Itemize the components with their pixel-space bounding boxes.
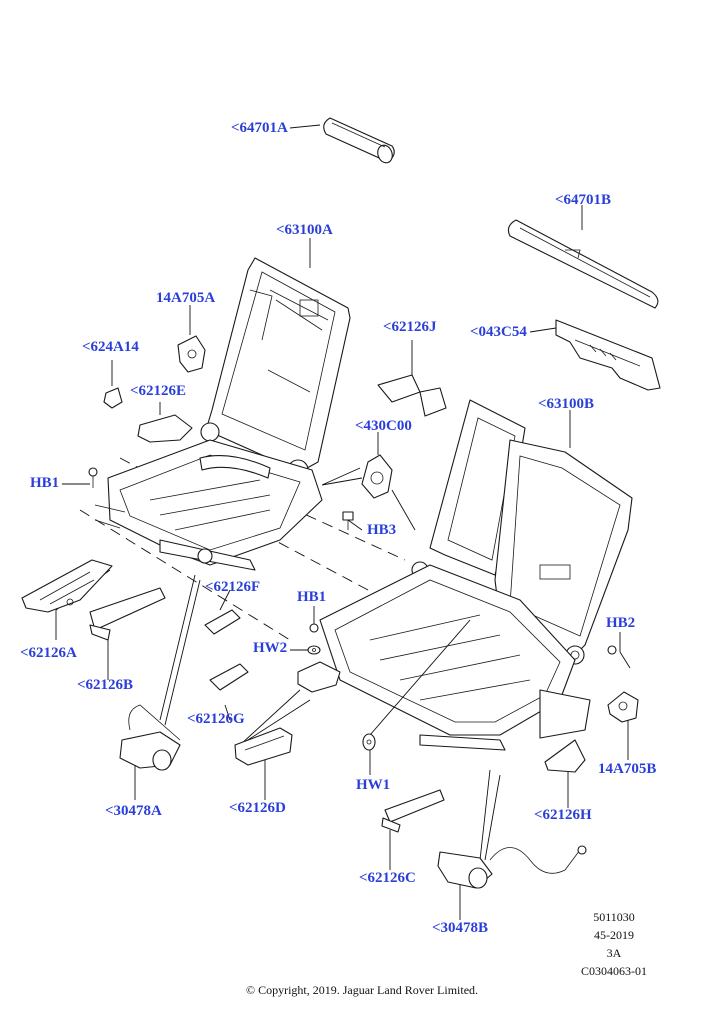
part-430C00-mechanism	[321, 432, 416, 531]
part-62126E-cover	[137, 402, 193, 443]
callout-64701A[interactable]: <64701A	[231, 120, 288, 136]
leader-lines	[55, 124, 631, 920]
part-62126C-rail	[381, 789, 445, 833]
callout-hw1[interactable]: HW1	[356, 777, 391, 793]
callout-14A705B[interactable]: 14A705B	[598, 761, 657, 777]
callout-624A14[interactable]: <624A14	[82, 339, 139, 355]
part-64701B-tube	[507, 219, 659, 309]
part-62126A-rail-cover	[21, 559, 113, 613]
callout-62126C[interactable]: <62126C	[359, 870, 416, 886]
callout-63100A[interactable]: <63100A	[276, 222, 333, 238]
part-63100B-seat-back-frame	[411, 399, 633, 665]
part-14A705A-latch	[177, 335, 206, 373]
callout-30478B[interactable]: <30478B	[432, 920, 489, 936]
part-30478B-motor	[437, 845, 587, 889]
callout-62126E[interactable]: <62126E	[130, 383, 187, 399]
callout-62126G[interactable]: <62126G	[187, 711, 245, 727]
callout-62126D[interactable]: <62126D	[229, 800, 286, 816]
part-62126D-rail	[234, 727, 293, 766]
part-14A705B-latch	[607, 691, 639, 723]
part-62126B-rail	[89, 587, 166, 641]
reference-number: 5011030	[593, 910, 635, 924]
hw2-bracket	[297, 661, 341, 693]
callout-63100B[interactable]: <63100B	[538, 396, 595, 412]
callout-62126A[interactable]: <62126A	[20, 645, 77, 661]
callout-62126H[interactable]: <62126H	[534, 807, 592, 823]
part-624A14-pin	[103, 360, 123, 409]
callout-hb3[interactable]: HB3	[367, 522, 397, 538]
part-30478A-motor	[119, 704, 181, 771]
callout-30478A[interactable]: <30478A	[105, 803, 162, 819]
callout-14A705A[interactable]: 14A705A	[156, 290, 216, 306]
callout-62126F[interactable]: <62126F	[205, 579, 261, 595]
callout-hb1-mid[interactable]: HB1	[297, 589, 327, 605]
callout-hb2[interactable]: HB2	[606, 615, 636, 631]
callout-043C54[interactable]: <043C54	[470, 324, 527, 340]
callout-62126J[interactable]: <62126J	[383, 319, 437, 335]
callout-430C00[interactable]: <430C00	[355, 418, 412, 434]
right-seat-cushion-frame	[319, 564, 591, 751]
hardware-fasteners	[88, 467, 617, 751]
part-62126G-bracket	[209, 663, 249, 691]
part-62126H-cover	[544, 739, 586, 773]
callout-hw2[interactable]: HW2	[253, 640, 288, 656]
left-seat-cushion-frame	[94, 439, 323, 571]
reference-date: 45-2019	[594, 928, 634, 942]
callout-hb1-left[interactable]: HB1	[30, 475, 60, 491]
reference-code: C0304063-01	[581, 964, 647, 978]
callout-62126B[interactable]: <62126B	[77, 677, 134, 693]
part-62126F-bracket	[204, 609, 241, 635]
part-62126J-cover	[377, 340, 447, 417]
copyright-notice: © Copyright, 2019. Jaguar Land Rover Lim…	[245, 983, 479, 997]
callout-64701B[interactable]: <64701B	[555, 192, 612, 208]
part-043C54-bracket	[555, 319, 661, 391]
reference-revision: 3A	[606, 946, 622, 960]
part-64701A-tube	[323, 117, 395, 164]
